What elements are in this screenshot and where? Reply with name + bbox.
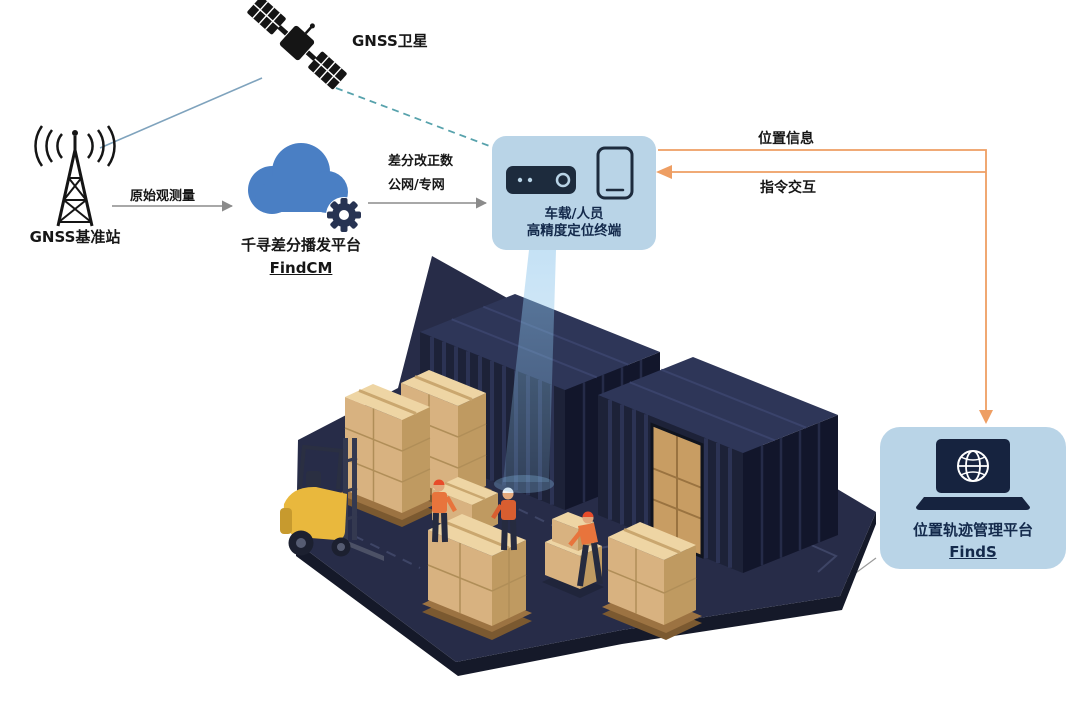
terminal-label-line2: 高精度定位终端 [526, 223, 622, 239]
raw-observation-label: 原始观测量 [130, 189, 196, 204]
worker-3 [568, 511, 603, 587]
terminal-icons [506, 146, 634, 200]
terminal-node: 车载/人员 高精度定位终端 [492, 136, 656, 250]
arrowhead-left [656, 165, 672, 179]
gnss-receiver-icon [506, 166, 576, 194]
position-info-label: 位置信息 [758, 131, 814, 147]
positioning-beam [494, 250, 556, 493]
antenna-tower-icon [34, 125, 116, 227]
edge-terminal-platform [658, 149, 987, 412]
corrections-label-line1: 差分改正数 [388, 154, 454, 169]
smartphone-icon [596, 146, 634, 200]
satellite-label: GNSS卫星 [352, 32, 428, 50]
arrowhead-down [979, 410, 993, 424]
corrections-label-line2: 公网/专网 [388, 178, 445, 193]
forklift [280, 438, 384, 561]
cloud-gear-icon [248, 143, 362, 233]
management-platform-label: 位置轨迹管理平台 [912, 521, 1033, 539]
satellite-icon [247, 0, 347, 90]
management-platform-sublabel: FindS [949, 543, 997, 561]
cloud-platform-sublabel: FindCM [269, 258, 333, 277]
pallet-stack-right [602, 522, 702, 640]
edge-satellite-terminal [335, 87, 501, 151]
pallet-stack-left [338, 384, 436, 527]
worker-2 [491, 487, 517, 551]
terminal-label-line1: 车载/人员 [544, 206, 604, 222]
platform-side [296, 512, 876, 676]
base-station-label: GNSS基准站 [29, 228, 121, 246]
management-platform-node: 位置轨迹管理平台 FindS [880, 427, 1066, 569]
connection-lines [99, 77, 993, 593]
warehouse-scene [280, 256, 876, 676]
command-interaction-label: 指令交互 [760, 180, 816, 196]
globe-icon [957, 450, 989, 482]
laptop-globe-icon [916, 439, 1030, 510]
cloud-platform-title: 千寻差分播发平台 [240, 236, 361, 254]
gear-icon [327, 198, 361, 232]
worker-1 [432, 479, 457, 543]
cloud-platform-label: 千寻差分播发平台 FindCM [212, 234, 390, 279]
edge-satellite-basestation [99, 77, 263, 149]
